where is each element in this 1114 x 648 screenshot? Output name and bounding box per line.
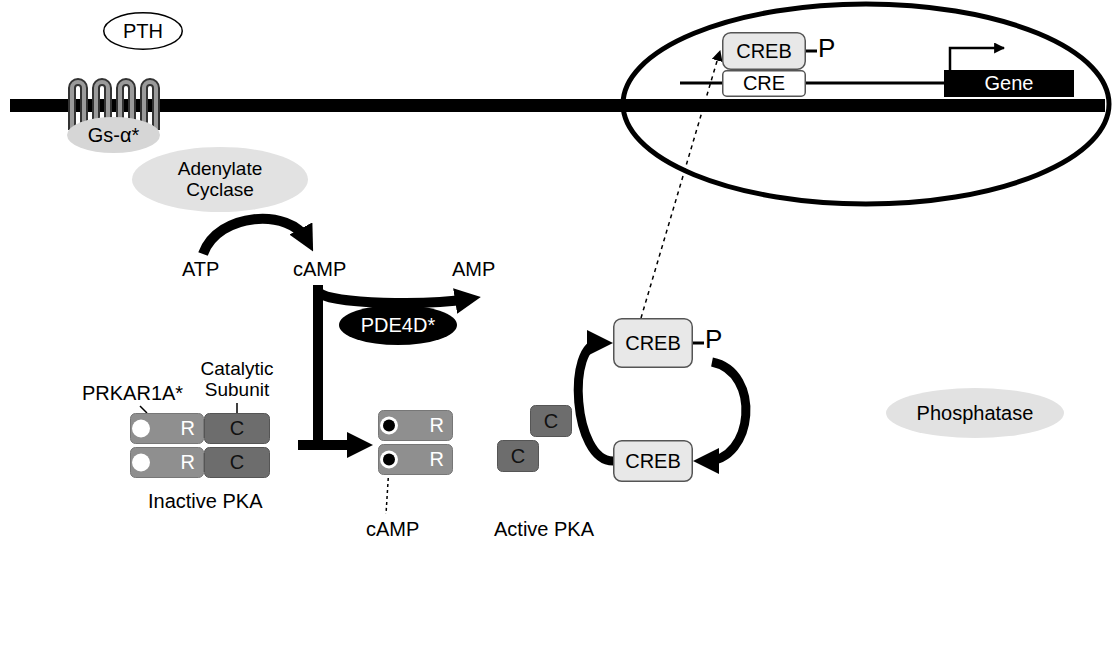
camp-stem-line (313, 285, 323, 450)
node-outline (498, 441, 539, 472)
node-outline (205, 414, 270, 444)
regulatory-subunit: R (378, 410, 453, 441)
molecule-label: ATP (182, 258, 219, 280)
node-outline (205, 448, 270, 478)
node-text: R (430, 414, 444, 436)
leader-line (140, 406, 147, 413)
regulatory-subunit: R (130, 413, 204, 444)
binding-notch (132, 420, 150, 438)
camp-dot (383, 454, 395, 466)
node-outline (379, 445, 453, 475)
camp-dot (383, 420, 395, 432)
regulatory-subunit: R (130, 447, 204, 478)
node-text: Gs-α* (88, 124, 140, 146)
phosphate-label: P (705, 325, 722, 354)
promoter-arrow (950, 48, 1004, 71)
enzyme-oval: PDE4D* (339, 305, 457, 345)
cell-membrane (10, 99, 1105, 112)
node-outline (531, 406, 572, 437)
node-outline (614, 319, 693, 368)
hormone-oval: PTH (103, 12, 183, 50)
node-text: PTH (123, 20, 163, 42)
node-outline (944, 70, 1074, 97)
gene-label: PRKAR1A* (82, 382, 183, 404)
node-text: C (511, 445, 525, 467)
node-outline (614, 441, 693, 482)
node-text: PDE4D* (361, 314, 435, 336)
catalytic-subunit: C (204, 447, 270, 478)
node-text: C (230, 417, 244, 439)
protein-box: CREB (722, 32, 806, 70)
regulatory-subunit: R (378, 444, 453, 475)
node-text: R (430, 448, 444, 470)
node-outline (132, 147, 308, 212)
g-protein-oval: Gs-α* (67, 117, 160, 153)
node-text: C (230, 451, 244, 473)
complex-label: Active PKA (494, 518, 594, 540)
enzyme-oval: Adenylate Cyclase (132, 147, 308, 212)
node-text: Gene (985, 72, 1034, 94)
part-label: Catalytic Subunit (192, 358, 282, 401)
node-outline (379, 411, 453, 441)
reaction-arrow (641, 51, 720, 318)
node-outline (67, 117, 160, 153)
leader-line (236, 403, 238, 413)
reaction-arrow (578, 343, 613, 461)
pka-activation-arrow (298, 440, 360, 450)
binding-notch (380, 417, 398, 435)
node-text: Phosphatase (917, 402, 1034, 424)
dna-element-box: CRE (722, 70, 806, 97)
catalytic-subunit: C (204, 413, 270, 444)
node-outline (723, 33, 806, 70)
node-text: Adenylate Cyclase (163, 158, 278, 201)
molecule-label: AMP (452, 258, 495, 280)
phosphate-bond (693, 342, 704, 345)
binding-notch (380, 451, 398, 469)
gene-box: Gene (944, 70, 1074, 97)
node-text: R (181, 451, 195, 473)
reaction-arrow (706, 362, 746, 461)
node-outline (104, 13, 183, 50)
catalytic-subunit: C (530, 405, 572, 437)
binding-notch (132, 454, 150, 472)
node-outline (131, 414, 204, 444)
node-text: CREB (625, 332, 681, 354)
protein-box: CREB (613, 318, 693, 368)
node-text: CREB (625, 450, 681, 472)
node-outline (131, 448, 204, 478)
molecule-label: cAMP (293, 258, 346, 280)
protein-box: CREB (613, 440, 693, 482)
atp-to-camp-arrow (203, 219, 307, 254)
node-outline (339, 305, 457, 345)
complex-label: Inactive PKA (148, 490, 263, 512)
camp-to-amp-arrow (318, 292, 468, 303)
node-text: R (181, 417, 195, 439)
catalytic-subunit: C (497, 440, 539, 472)
phosphate-bond (806, 50, 817, 53)
node-outline (723, 70, 806, 96)
enzyme-oval: Phosphatase (886, 388, 1064, 438)
node-text: CREB (736, 40, 792, 62)
dna-strand (680, 82, 944, 85)
node-outline (886, 388, 1064, 438)
molecule-label: cAMP (366, 518, 419, 540)
node-text: CRE (743, 72, 785, 94)
phosphate-label: P (818, 34, 835, 63)
node-text: C (544, 410, 558, 432)
